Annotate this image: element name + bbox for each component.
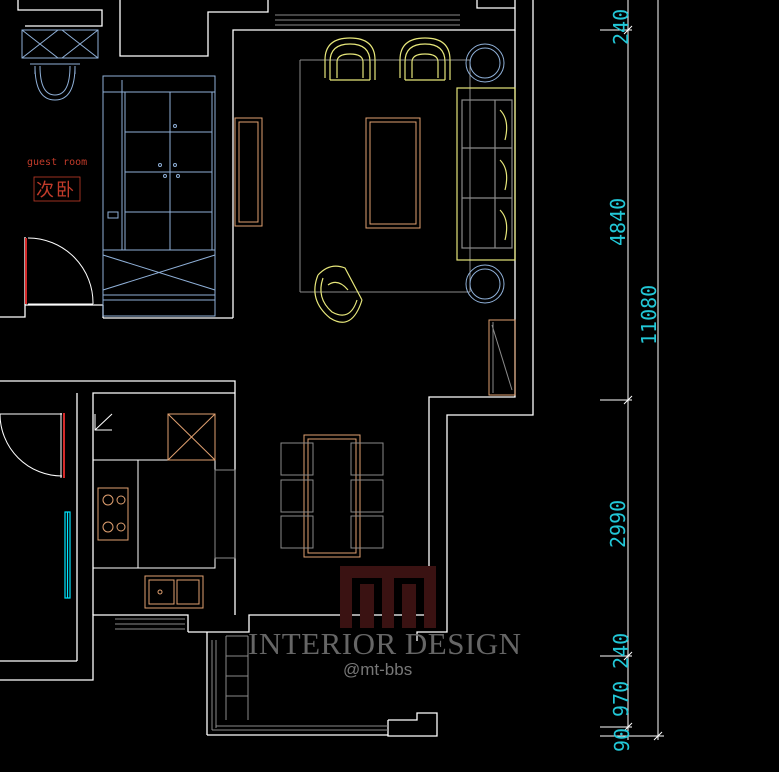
dimension-2990: 2990 bbox=[606, 499, 630, 548]
wardrobe bbox=[21, 29, 216, 317]
watermark-logo-icon bbox=[340, 566, 436, 628]
side-cabinet bbox=[488, 319, 516, 396]
tv-cabinet bbox=[234, 117, 263, 227]
cyan-window bbox=[64, 511, 71, 599]
room-label-chinese: 次卧 bbox=[36, 180, 76, 201]
cooktop bbox=[97, 487, 129, 541]
desk-chair bbox=[30, 63, 80, 101]
dimension-4840: 4840 bbox=[606, 197, 630, 246]
room-label-frame bbox=[33, 176, 81, 202]
coffee-table bbox=[365, 117, 421, 229]
sink bbox=[144, 575, 204, 609]
dimension-11080: 11080 bbox=[637, 284, 661, 345]
wall-pillar bbox=[214, 469, 236, 559]
side-tables bbox=[465, 43, 505, 304]
doors bbox=[0, 237, 113, 478]
dimension-240-bottom: 240 bbox=[609, 632, 633, 669]
dimension-90: 90 bbox=[610, 727, 634, 752]
fridge bbox=[167, 413, 216, 461]
watermark-title: INTERIOR DESIGN bbox=[248, 626, 522, 661]
armchair-bottom bbox=[314, 265, 363, 323]
watermark-handle: @mt-bbs bbox=[343, 660, 413, 679]
room-label-english: guest room bbox=[27, 157, 88, 168]
sofa bbox=[456, 87, 516, 261]
dimension-970: 970 bbox=[609, 680, 633, 717]
window-lines bbox=[115, 14, 471, 731]
balcony-rail bbox=[225, 635, 249, 720]
armchair-left bbox=[324, 37, 376, 81]
dimension-lines bbox=[600, 0, 664, 741]
armchair-right bbox=[399, 37, 451, 81]
dimension-240-top: 240 bbox=[609, 8, 633, 45]
dining-table bbox=[303, 434, 361, 558]
dining-chairs bbox=[280, 442, 384, 549]
